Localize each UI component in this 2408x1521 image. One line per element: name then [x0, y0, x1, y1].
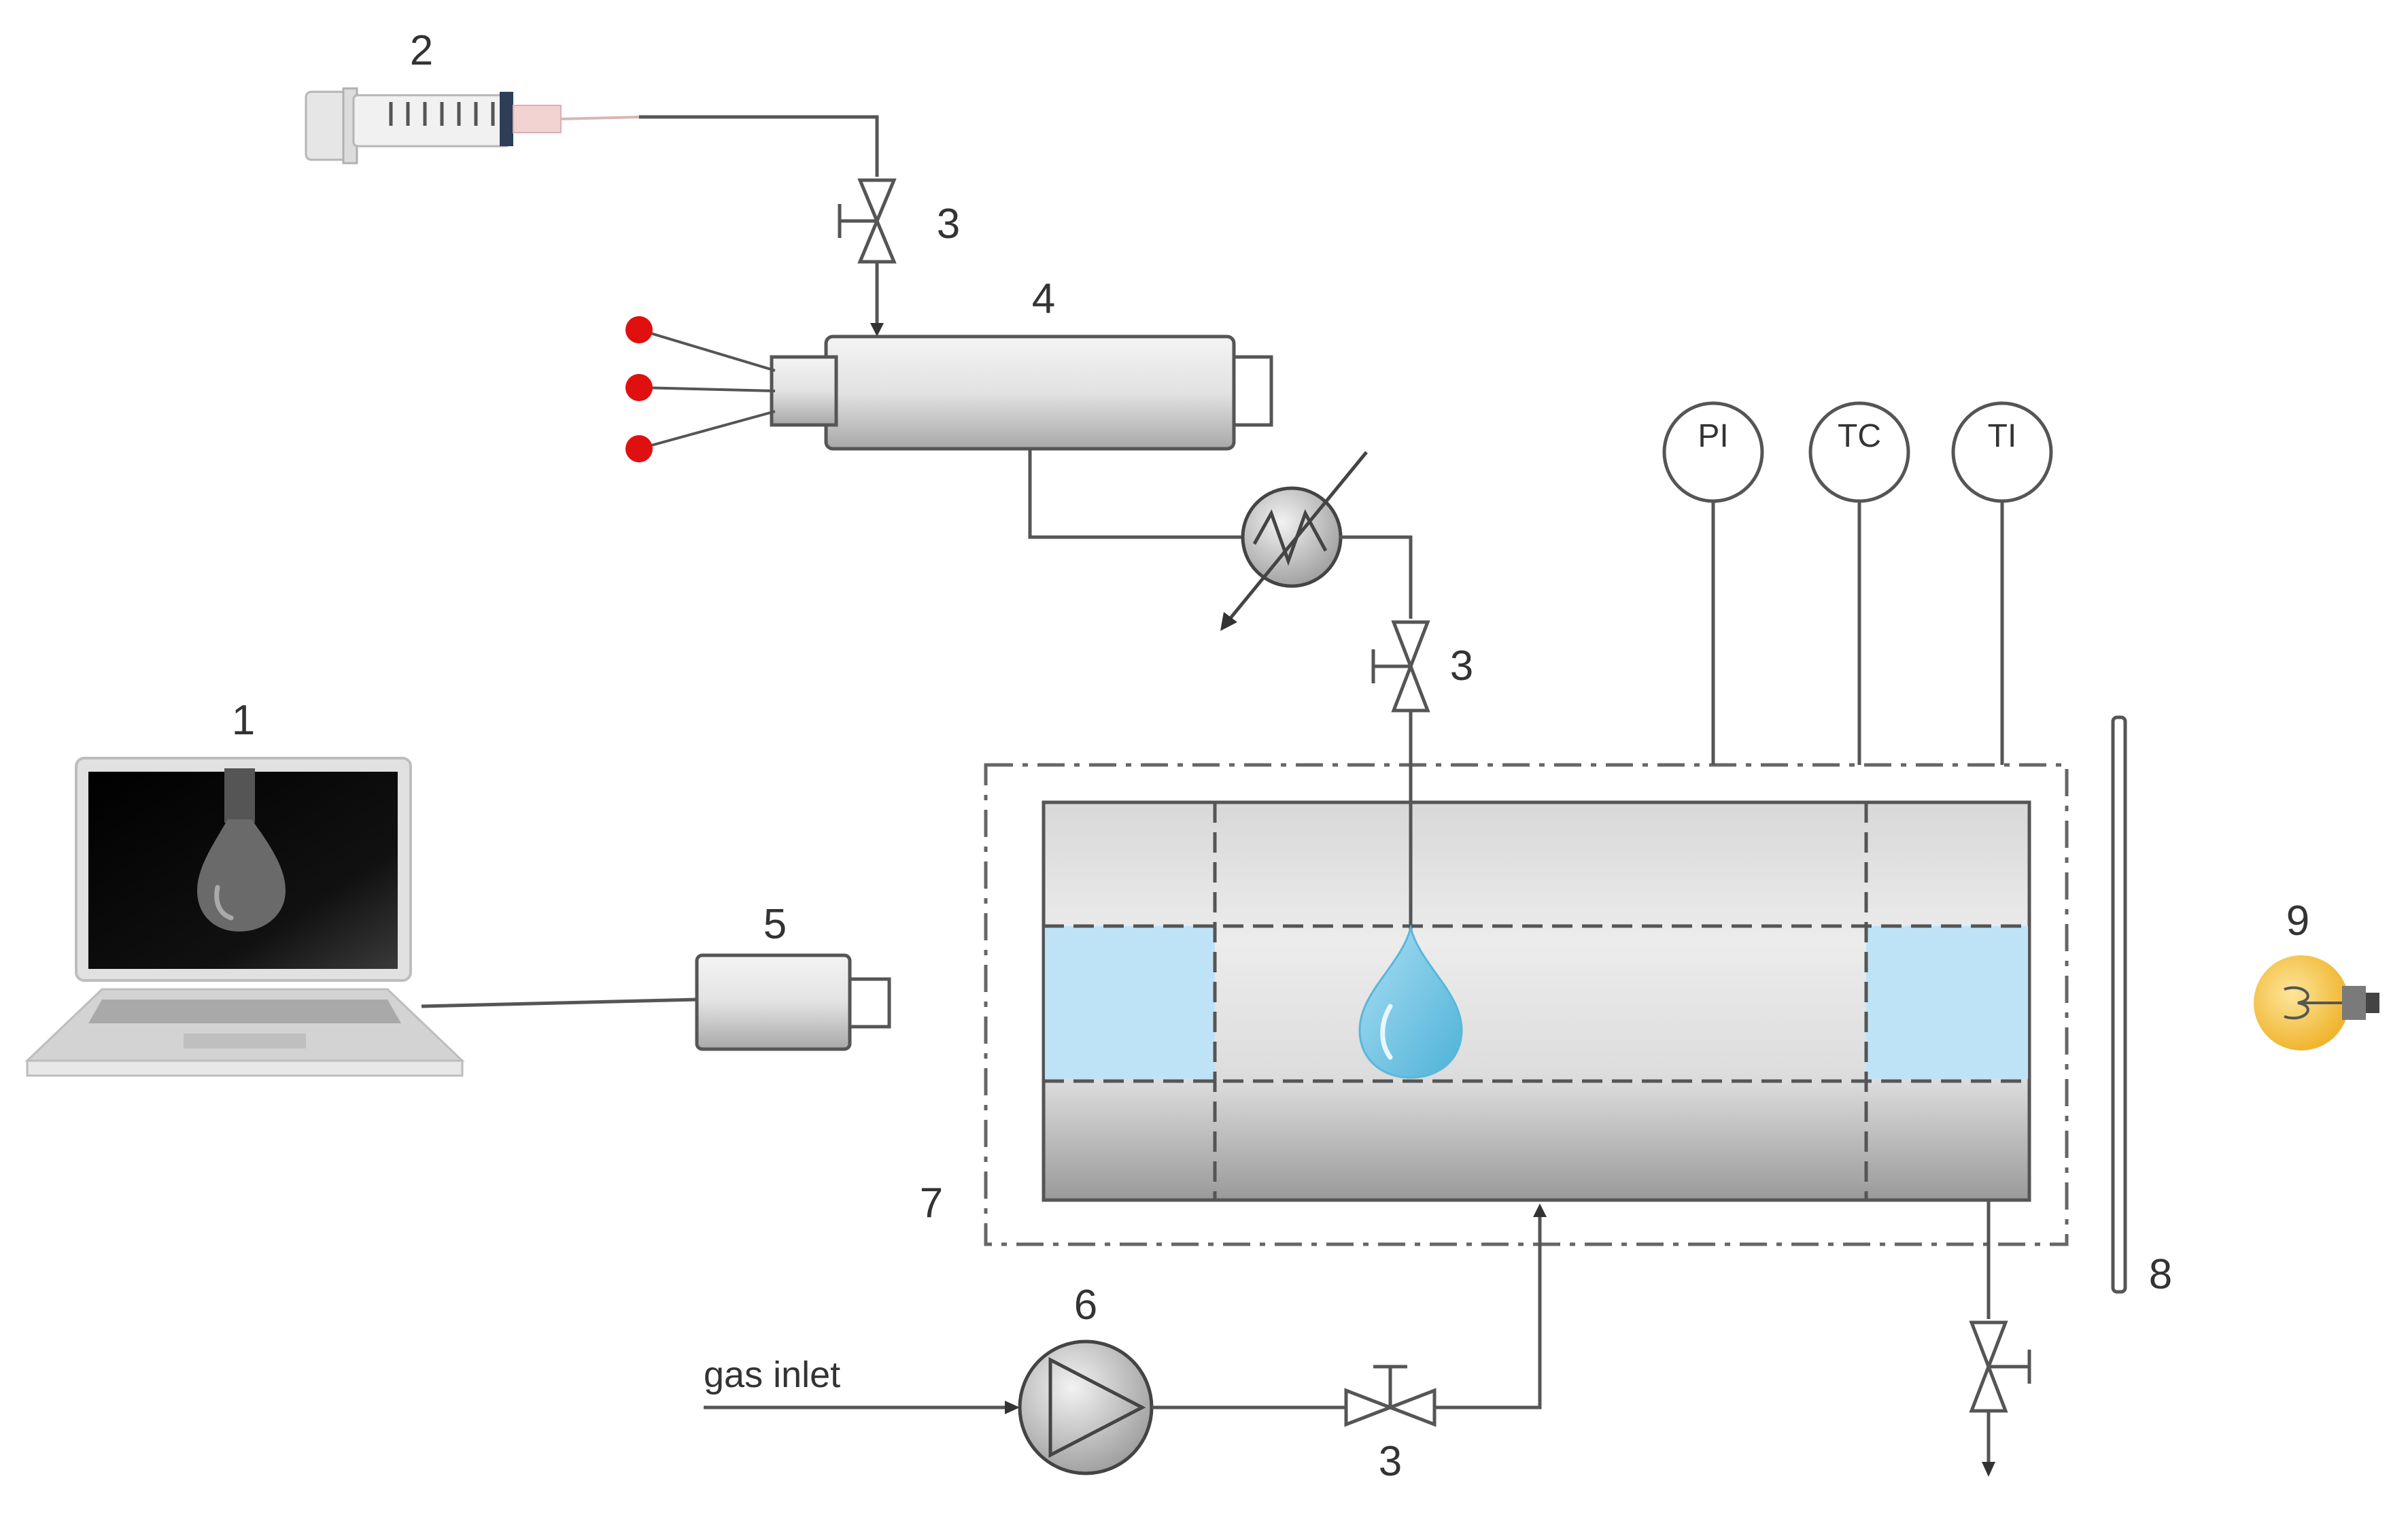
valve-bottom-icon[interactable] [1344, 1365, 1437, 1427]
label-heater: 4 [1032, 275, 1055, 322]
electrode-icon [625, 316, 653, 343]
heat-exchanger-icon [1220, 451, 1368, 631]
label-camera: 5 [763, 901, 787, 948]
pressure-indicator-gauge [1662, 401, 1764, 765]
arrow-right-icon [1005, 1401, 1020, 1414]
camera-cable [421, 997, 698, 1008]
valve-drain-icon[interactable] [1969, 1320, 2031, 1413]
pump-icon [1018, 1339, 1154, 1475]
gas-inlet-label: gas inlet [704, 1354, 840, 1395]
electrode-wires [638, 328, 776, 450]
syringe-line [639, 115, 879, 177]
label-laptop: 1 [232, 697, 255, 744]
label-pump: 6 [1074, 1282, 1097, 1329]
temperature-indicator-gauge [1951, 401, 2053, 765]
label-lamp: 9 [2286, 898, 2309, 944]
diffuser-window [2111, 715, 2127, 1294]
label-window: 8 [2149, 1251, 2172, 1298]
gas-feed-line [1434, 1214, 1542, 1409]
temperature-controller-gauge [1808, 401, 1910, 765]
instrument-pi-label: PI [1698, 418, 1728, 454]
label-cell: 7 [920, 1180, 943, 1227]
view-cell [1042, 800, 2031, 1202]
camera-icon [695, 953, 891, 1051]
label-valve-bottom: 3 [1379, 1438, 1402, 1485]
laptop-icon [24, 757, 465, 1077]
label-syringe: 2 [410, 27, 433, 74]
light-bulb-icon [2254, 955, 2379, 1050]
arrow-down-icon [1982, 1462, 1995, 1477]
label-valve-middle: 3 [1450, 643, 1473, 689]
heater-line [1028, 449, 1244, 539]
instrument-ti-label: TI [1988, 418, 2017, 454]
heater-cylinder [770, 335, 1273, 451]
valve-middle-icon[interactable] [1371, 620, 1430, 713]
arrow-up-icon [1533, 1203, 1547, 1217]
instrument-tc-label: TC [1838, 418, 1881, 454]
label-valve-top: 3 [937, 201, 960, 247]
cell-enclosure-outline [984, 763, 2069, 1246]
syringe-icon [305, 87, 643, 165]
arrow-down-icon [870, 323, 884, 337]
electrode-icon [625, 435, 653, 462]
exchanger-line [1339, 535, 1413, 619]
electrode-icon [625, 374, 653, 401]
valve-top-icon[interactable] [838, 178, 897, 264]
